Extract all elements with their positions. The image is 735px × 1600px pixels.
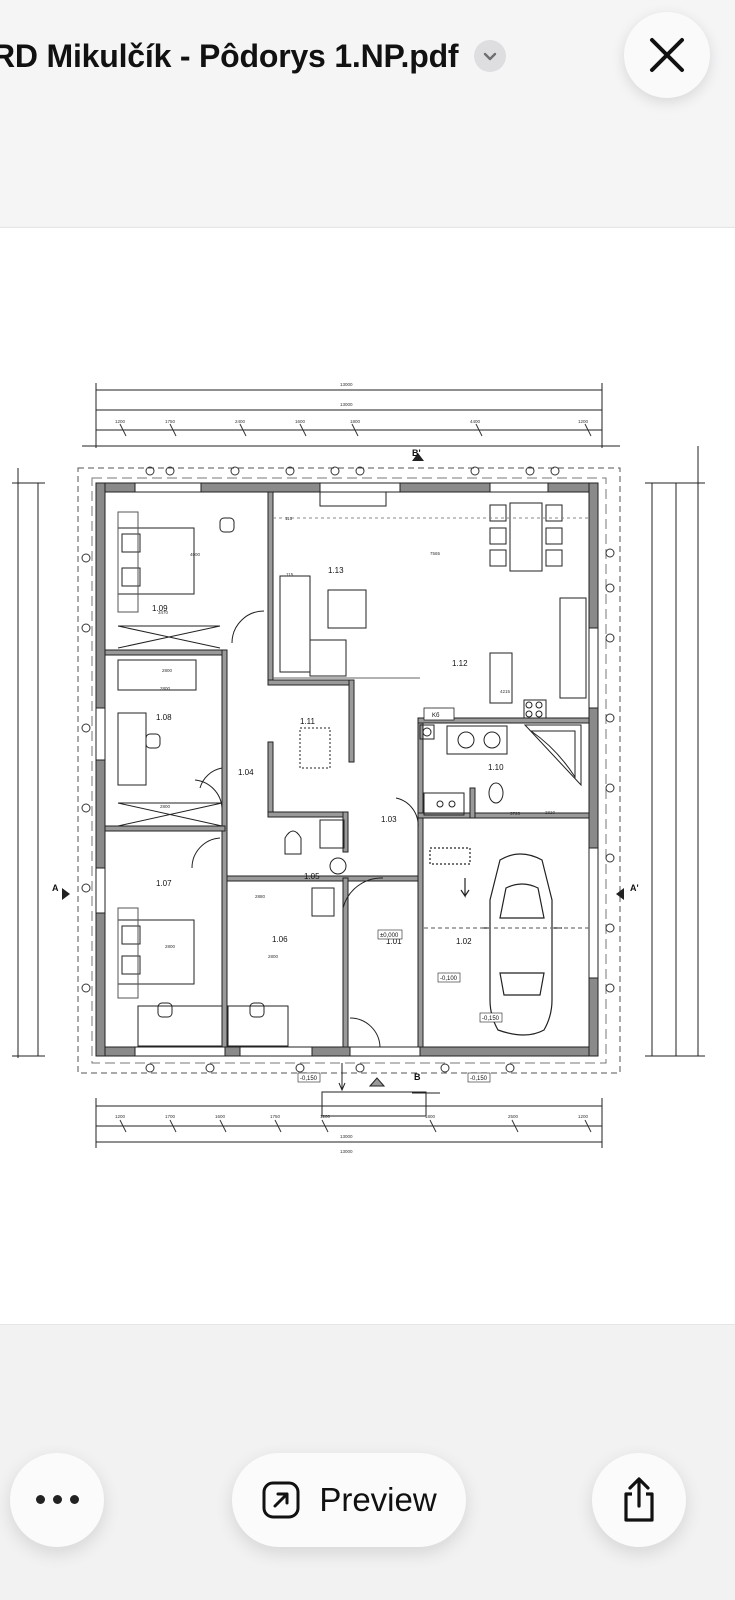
- more-options-button[interactable]: [10, 1453, 104, 1547]
- svg-text:2800: 2800: [165, 944, 176, 949]
- svg-text:1600: 1600: [215, 1114, 226, 1119]
- room-label: 1.06: [272, 935, 288, 944]
- svg-text:2800: 2800: [268, 954, 279, 959]
- appliance-label: Kб: [432, 713, 440, 719]
- svg-text:1200: 1200: [115, 419, 126, 424]
- room-label: 1.02: [456, 937, 472, 946]
- section-label-b-top: B': [412, 448, 421, 458]
- room-label: 1.01: [386, 937, 402, 946]
- svg-text:2400: 2400: [235, 419, 246, 424]
- svg-text:1750: 1750: [165, 419, 176, 424]
- svg-text:3725: 3725: [510, 811, 521, 816]
- svg-text:1700: 1700: [165, 1114, 176, 1119]
- preview-label: Preview: [319, 1481, 437, 1518]
- svg-text:2310: 2310: [545, 810, 556, 815]
- room-label: 1.07: [156, 879, 172, 888]
- section-label-b-bottom: B: [414, 1072, 421, 1082]
- svg-text:2800: 2800: [160, 686, 171, 691]
- svg-text:1600: 1600: [295, 419, 306, 424]
- svg-text:115: 115: [285, 516, 293, 521]
- room-label: 1.09: [152, 604, 168, 613]
- ellipsis-icon: [32, 1491, 83, 1509]
- room-label: 1.11: [300, 717, 316, 726]
- svg-text:3470: 3470: [158, 610, 169, 615]
- svg-text:1800: 1800: [350, 419, 361, 424]
- svg-text:13000: 13000: [340, 402, 353, 407]
- svg-text:13000: 13000: [340, 1134, 353, 1139]
- level-label: -0,150: [470, 1076, 488, 1082]
- svg-text:1800: 1800: [425, 1114, 436, 1119]
- floor-plan-drawing: 13000 13000 1200 1750 2400 1600 1800 4400 120…: [12, 382, 705, 1154]
- close-button[interactable]: [624, 12, 710, 98]
- document-title: RD Mikulčík - Pôdorys 1.NP.pdf: [0, 37, 459, 74]
- level-label: ±0,000: [380, 933, 399, 939]
- svg-text:1200: 1200: [578, 1114, 589, 1119]
- section-label-a-right: A': [630, 883, 639, 893]
- svg-text:1200: 1200: [320, 1114, 331, 1119]
- svg-text:4000: 4000: [190, 552, 201, 557]
- svg-text:2500: 2500: [508, 1114, 519, 1119]
- svg-text:1750: 1750: [270, 1114, 281, 1119]
- document-page[interactable]: 13000 13000 1200 1750 2400 1600 1800 4400 120…: [0, 227, 735, 1325]
- room-label: 1.10: [488, 763, 504, 772]
- share-icon: [624, 1477, 654, 1522]
- svg-text:2880: 2880: [255, 894, 266, 899]
- svg-text:4215: 4215: [500, 689, 511, 694]
- svg-text:2800: 2800: [160, 804, 171, 809]
- svg-text:13000: 13000: [340, 382, 353, 387]
- svg-text:115: 115: [286, 572, 294, 577]
- room-label: 1.05: [304, 872, 320, 881]
- svg-text:4400: 4400: [470, 419, 481, 424]
- svg-text:1200: 1200: [578, 419, 589, 424]
- level-label: -0,150: [482, 1016, 500, 1022]
- svg-text:2800: 2800: [162, 668, 173, 673]
- svg-text:7565: 7565: [430, 551, 441, 556]
- chevron-down-icon[interactable]: [474, 40, 507, 72]
- room-label: 1.08: [156, 713, 172, 722]
- svg-text:1200: 1200: [115, 1114, 126, 1119]
- room-label: 1.03: [381, 815, 397, 824]
- level-label: -0,100: [440, 976, 458, 982]
- room-label: 1.04: [238, 768, 254, 777]
- room-label: 1.12: [452, 659, 468, 668]
- level-label: -0,150: [300, 1076, 318, 1082]
- room-label: 1.13: [328, 566, 344, 575]
- preview-button[interactable]: Preview: [232, 1453, 466, 1547]
- svg-text:13000: 13000: [340, 1149, 353, 1154]
- header-bar: RD Mikulčík - Pôdorys 1.NP.pdf: [0, 0, 735, 226]
- document-title-button[interactable]: RD Mikulčík - Pôdorys 1.NP.pdf: [0, 30, 507, 82]
- bottom-toolbar: Preview: [0, 1326, 735, 1600]
- share-button[interactable]: [592, 1453, 686, 1547]
- close-icon: [650, 38, 684, 72]
- open-external-icon: [262, 1481, 300, 1519]
- section-label-a-left: A: [52, 883, 59, 893]
